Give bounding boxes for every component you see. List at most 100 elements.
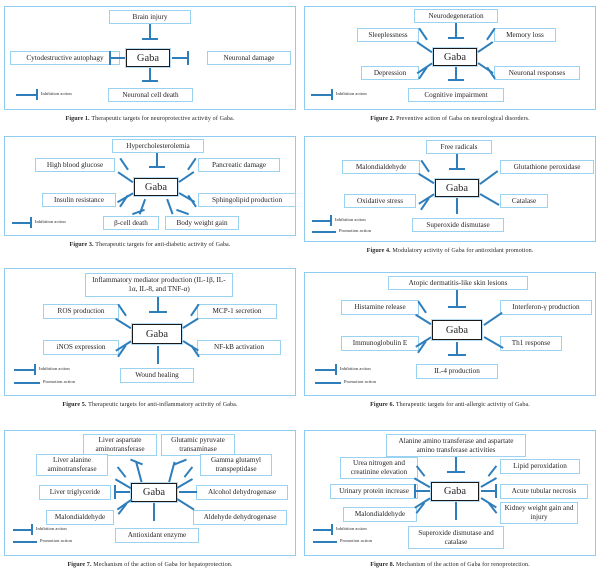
figure-1: Brain injury Gaba Cytodestructive autoph…: [4, 6, 296, 130]
connector-top-stem: [149, 24, 152, 40]
legend-inhibition-line: [13, 529, 33, 531]
connector-left-tbar: [109, 51, 112, 65]
node-sleeplessness[interactable]: Sleeplessness: [357, 28, 419, 42]
node-urinary-protein-increase[interactable]: Urinary protein increase: [330, 484, 418, 499]
figure-6-caption: Figure 6. Therapeutic targets for anti-a…: [304, 402, 596, 409]
connector-top-stem: [455, 457, 458, 473]
node-kidney-weight-gain[interactable]: Kidney weight gain and injury: [500, 502, 578, 524]
node-antioxidant-enzyme[interactable]: Antioxidant enzyme: [115, 528, 199, 543]
center-node-gaba: Gaba: [133, 177, 179, 197]
legend-inhibition-line: [311, 94, 333, 96]
node-cytodestructive-autophagy[interactable]: Cytodestructive autophagy: [10, 51, 120, 65]
node-malondialdehyde[interactable]: Malondialdehyde: [343, 507, 417, 522]
node-hypercholesterolemia[interactable]: Hypercholesterolemia: [112, 139, 204, 153]
node-insulin-resistance[interactable]: Insulin resistance: [42, 193, 116, 207]
figure-3: Hypercholesterolemia Gaba High blood glu…: [4, 136, 296, 256]
connector-right-promotion: [179, 491, 197, 494]
node-alanine-aspartate-transferase[interactable]: Alanine amino transferase and aspartate …: [386, 434, 526, 457]
node-pancreatic-damage[interactable]: Pancreatic damage: [198, 158, 280, 172]
figure-8: Alanine amino transferase and aspartate …: [304, 430, 596, 574]
node-ros-production[interactable]: ROS production: [43, 304, 119, 319]
legend-promotion-line: [315, 382, 341, 384]
legend-inhibition-label: Inhibition action: [336, 91, 367, 96]
node-aldehyde-dehydrogenase[interactable]: Aldehyde dehydrogenase: [193, 510, 287, 525]
figure-1-caption-num: Figure 1.: [65, 116, 92, 122]
figure-2: Neurodegeneration Gaba Sleeplessness Mem…: [304, 6, 596, 130]
node-mcp1-secretion[interactable]: MCP-1 secretion: [197, 304, 277, 319]
figure-3-caption-text: Therapeutic targets for anti-diabetic ac…: [95, 242, 231, 248]
figure-7-caption-num: Figure 7.: [67, 562, 94, 568]
connector-left-stem: [414, 490, 430, 493]
legend-promotion-line: [313, 541, 337, 543]
node-urea-nitrogen-creatinine[interactable]: Urea nitrogen and creatinine elevation: [340, 457, 418, 479]
center-node-gaba: Gaba: [430, 481, 480, 502]
node-lipid-peroxidation[interactable]: Lipid peroxidation: [500, 459, 580, 474]
legend-promotion-label: Promotion action: [339, 228, 371, 233]
connector-top-tbar: [447, 471, 465, 474]
legend-inhibition-cap: [335, 364, 337, 375]
node-il4-production[interactable]: IL-4 production: [416, 364, 498, 379]
node-liver-triglyceride[interactable]: Liver triglyceride: [39, 485, 111, 500]
connector-bottom-tbar: [448, 354, 466, 357]
node-neuronal-cell-death[interactable]: Neuronal cell death: [108, 88, 193, 102]
node-high-blood-glucose[interactable]: High blood glucose: [35, 158, 115, 172]
node-neuronal-damage[interactable]: Neuronal damage: [207, 51, 291, 65]
legend-inhibition-label: Inhibition action: [35, 219, 66, 224]
node-glutathione-peroxidase[interactable]: Glutathione peroxidase: [500, 160, 594, 174]
node-memory-loss[interactable]: Memory loss: [494, 28, 556, 42]
connector-top-tbar: [449, 168, 465, 171]
legend-inhibition-cap: [331, 89, 333, 100]
center-node-gaba: Gaba: [434, 178, 480, 198]
node-malondialdehyde[interactable]: Malondialdehyde: [342, 160, 420, 174]
figure-5-caption-num: Figure 5.: [62, 402, 89, 408]
node-nfkb-activation[interactable]: NF-kB activation: [197, 340, 281, 355]
node-depression[interactable]: Depression: [361, 66, 419, 80]
connector-right-stem: [172, 57, 188, 60]
node-beta-cell-death[interactable]: β-cell death: [103, 216, 159, 230]
figure-4-caption: Figure 4. Modulatory activity of Gaba fo…: [304, 248, 596, 255]
legend-promotion-label: Promotion action: [43, 379, 75, 384]
figure-5-caption: Figure 5. Therapeutic targets for anti-i…: [4, 402, 296, 409]
legend-inhibition-cap: [330, 215, 332, 226]
figure-5: Inflammatory mediator production (IL-1β,…: [4, 268, 296, 414]
node-neurodegeneration[interactable]: Neurodegeneration: [414, 9, 498, 23]
legend-promotion-line: [13, 541, 37, 543]
node-malondialdehyde[interactable]: Malondialdehyde: [46, 510, 114, 525]
legend-inhibition-cap: [331, 524, 333, 535]
node-acute-tubular-necrosis[interactable]: Acute tubular necrosis: [500, 484, 588, 499]
node-interferon-gamma-production[interactable]: Interferon-γ production: [500, 300, 592, 315]
node-atopic-dermatitis[interactable]: Atopic dermatitis-like skin lesions: [388, 276, 528, 290]
connector-bottom-stem: [149, 68, 152, 82]
node-catalase[interactable]: Catalase: [500, 194, 548, 208]
node-neuronal-responses[interactable]: Neuronal responses: [494, 66, 580, 80]
node-inos-expression[interactable]: iNOS expression: [43, 340, 119, 355]
node-body-weight-gain[interactable]: Body weight gain: [165, 216, 239, 230]
node-alcohol-dehydrogenase[interactable]: Alcohol dehydrogenase: [196, 485, 288, 500]
node-th1-response[interactable]: Th1 response: [500, 336, 562, 351]
node-glutamic-pyruvate-transaminase[interactable]: Glutamic pyruvate transaminase: [161, 434, 235, 456]
node-immunoglobulin-e[interactable]: Immunoglobulin E: [341, 336, 419, 351]
node-liver-alanine-aminotransferase[interactable]: Liver alanine aminotransferase: [36, 454, 108, 476]
legend-inhibition-label: Inhibition action: [39, 366, 70, 371]
connector-bottom-tbar: [142, 80, 158, 83]
node-inflammatory-mediator-production[interactable]: Inflammatory mediator production (IL-1β,…: [85, 273, 233, 297]
node-superoxide-dismutase-catalase[interactable]: Superoxide dismutase and catalase: [408, 526, 504, 549]
node-oxidative-stress[interactable]: Oxidative stress: [344, 194, 416, 208]
figure-6: Atopic dermatitis-like skin lesions Gaba…: [304, 272, 596, 414]
figure-7-caption: Figure 7. Mechanism of the action of Gab…: [4, 562, 296, 569]
node-histamine-release[interactable]: Histamine release: [341, 300, 419, 315]
legend-inhibition-line: [312, 220, 332, 222]
legend-inhibition-cap: [30, 217, 32, 228]
node-free-radicals[interactable]: Free radicals: [426, 140, 492, 154]
node-cognitive-impairment[interactable]: Cognitive impairment: [408, 88, 504, 102]
node-brain-injury[interactable]: Brain injury: [109, 10, 191, 24]
legend-promotion-label: Promotion action: [40, 538, 72, 543]
node-gamma-glutamyl-transpeptidase[interactable]: Gamma glutamyl transpeptidase: [200, 454, 272, 476]
node-superoxide-dismutase[interactable]: Superoxide dismutase: [412, 218, 504, 232]
node-liver-aspartate-aminotransferase[interactable]: Liver aspartate aminotransferase: [83, 434, 157, 456]
node-sphingolipid-production[interactable]: Sphingolipid production: [198, 193, 296, 207]
legend-inhibition-line: [315, 369, 337, 371]
node-wound-healing[interactable]: Wound healing: [120, 368, 194, 383]
connector-bottom-stem: [456, 342, 459, 356]
